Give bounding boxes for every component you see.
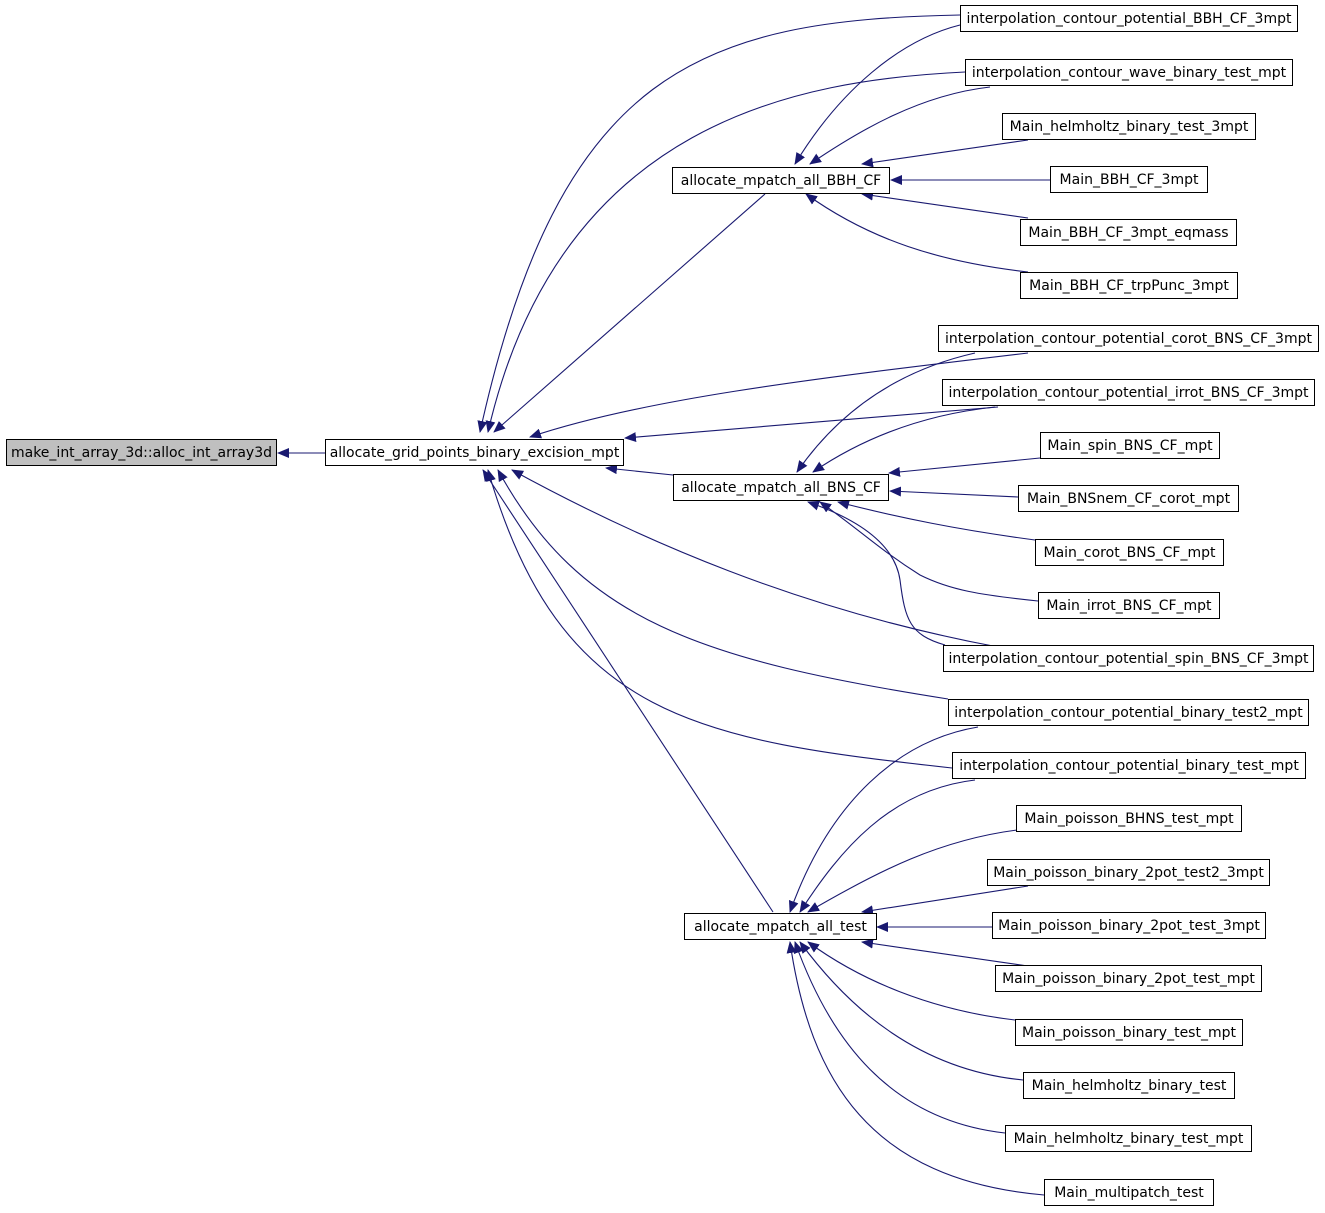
node-interpolation-contour-potential-bbh-cf-3mpt[interactable]: interpolation_contour_potential_BBH_CF_3… [960,5,1298,32]
node-main-multipatch-test[interactable]: Main_multipatch_test [1044,1179,1214,1206]
edge-i-test2-to-grid [497,469,949,700]
edge-i-test-to-test [799,779,976,913]
edge-bbh-to-grid [493,193,766,433]
edge-i-test2-to-test [788,726,979,913]
edge-i-test-to-grid [486,469,953,769]
node-allocate-mpatch-all-bbh-cf[interactable]: allocate_mpatch_all_BBH_CF [672,167,890,194]
node-interpolation-contour-wave-binary-test-mpt[interactable]: interpolation_contour_wave_binary_test_m… [965,59,1293,86]
node-interpolation-contour-potential-binary-test2-mpt[interactable]: interpolation_contour_potential_binary_t… [948,699,1309,726]
node-main-poisson-bhns-test-mpt[interactable]: Main_poisson_BHNS_test_mpt [1016,805,1242,832]
node-main-poisson-binary-2pot-test2-3mpt[interactable]: Main_poisson_binary_2pot_test2_3mpt [987,859,1270,886]
node-main-bbh-cf-trppunc-3mpt[interactable]: Main_BBH_CF_trpPunc_3mpt [1020,272,1238,299]
edge-m-irrot-to-bns [819,501,1039,602]
node-allocate-grid-points-binary-excision-mpt[interactable]: allocate_grid_points_binary_excision_mpt [325,439,624,466]
edge-m-bbh-eq-to-bbh [861,190,1029,219]
edge-i-bbh-to-grid [477,14,961,433]
edge-i-irrot-to-grid [624,406,999,443]
node-main-irrot-bns-cf-mpt[interactable]: Main_irrot_BNS_CF_mpt [1038,592,1220,619]
edge-test-to-grid [482,469,774,913]
edge-i-spin-to-grid [511,469,999,648]
node-allocate-mpatch-all-test[interactable]: allocate_mpatch_all_test [684,913,877,940]
edge-i-irrot-to-bns [812,406,996,473]
node-main-helmholtz-binary-test[interactable]: Main_helmholtz_binary_test [1023,1072,1235,1099]
node-interpolation-contour-potential-spin-bns-cf-3mpt[interactable]: interpolation_contour_potential_spin_BNS… [943,645,1314,672]
edge-m-spin-to-bns [888,457,1041,477]
node-main-corot-bns-cf-mpt[interactable]: Main_corot_BNS_CF_mpt [1035,539,1224,566]
edge-m-pbt-to-test [807,941,1016,1021]
edge-m-bnsnem-to-bns [889,486,1019,498]
edge-m-helm-to-test [799,941,1024,1081]
node-allocate-mpatch-all-bns-cf[interactable]: allocate_mpatch_all_BNS_CF [673,474,889,501]
edge-i-corot-to-bns [796,352,976,473]
edge-m-helm3-to-bbh [861,139,1029,168]
edge-m-helmmpt-to-test [793,941,1006,1134]
edge-m-multi-to-test [786,941,1045,1196]
edge-i-bbh-to-bbh [794,24,961,165]
edge-i-wave-to-grid [485,71,966,433]
edge-m-corot-to-bns [837,499,1036,541]
node-interpolation-contour-potential-irrot-bns-cf-3mpt[interactable]: interpolation_contour_potential_irrot_BN… [942,379,1315,406]
edge-m-pbhns-to-test [807,829,1018,913]
node-main-poisson-binary-2pot-test-3mpt[interactable]: Main_poisson_binary_2pot_test_3mpt [992,912,1266,939]
node-main-spin-bns-cf-mpt[interactable]: Main_spin_BNS_CF_mpt [1040,432,1220,459]
edge-i-wave-to-bbh [809,86,991,165]
edge-m-bbh-trp-to-bbh [805,193,1029,273]
node-main-poisson-binary-2pot-test-mpt[interactable]: Main_poisson_binary_2pot_test_mpt [995,965,1262,992]
node-main-bbh-cf-3mpt[interactable]: Main_BBH_CF_3mpt [1050,166,1208,193]
edge-bns-to-grid [605,464,674,476]
node-main-bnsnem-cf-corot-mpt[interactable]: Main_BNSnem_CF_corot_mpt [1018,485,1239,512]
node-main-helmholtz-binary-test-3mpt[interactable]: Main_helmholtz_binary_test_3mpt [1002,113,1256,140]
node-make-int-array-3d-alloc-int-array3d: make_int_array_3d::alloc_int_array3d [6,439,277,466]
edge-m-p2t-to-test [861,938,1029,967]
node-interpolation-contour-potential-binary-test-mpt[interactable]: interpolation_contour_potential_binary_t… [952,752,1306,779]
node-main-helmholtz-binary-test-mpt[interactable]: Main_helmholtz_binary_test_mpt [1005,1125,1252,1152]
node-interpolation-contour-potential-corot-bns-cf-3mpt[interactable]: interpolation_contour_potential_corot_BN… [938,325,1319,352]
node-main-bbh-cf-3mpt-eqmass[interactable]: Main_BBH_CF_3mpt_eqmass [1020,219,1237,246]
edge-m-p2t2-to-test [861,885,1029,916]
node-main-poisson-binary-test-mpt[interactable]: Main_poisson_binary_test_mpt [1015,1019,1243,1046]
edge-i-spin-to-bns [807,500,946,646]
